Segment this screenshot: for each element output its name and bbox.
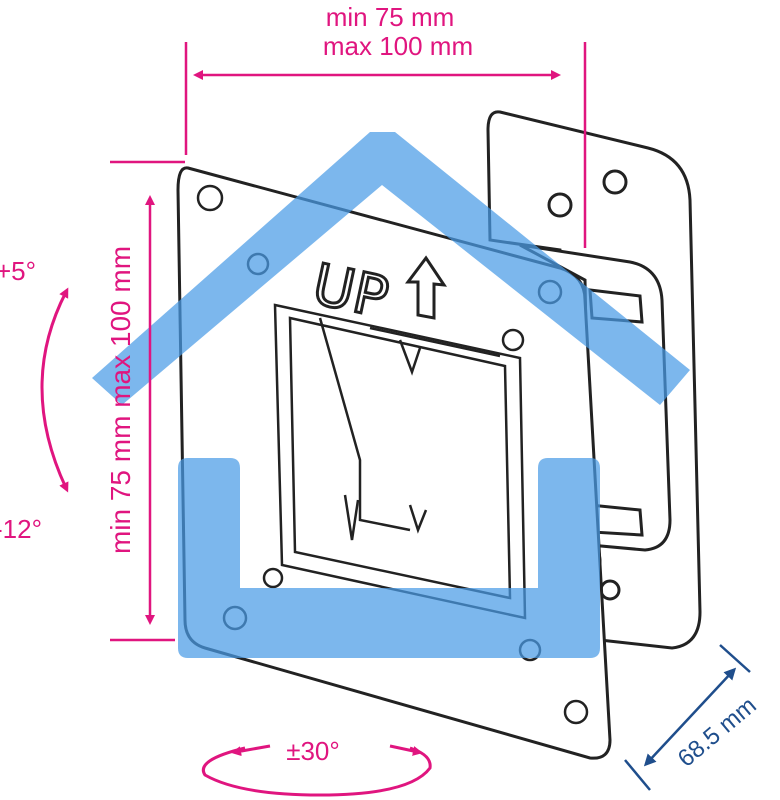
tilt-up-label: +5° xyxy=(0,256,36,286)
tilt-arrow xyxy=(40,287,69,493)
up-mark: UP xyxy=(307,252,394,331)
width-min-label: min 75 mm xyxy=(326,2,455,32)
wall-plate-hole xyxy=(547,192,573,218)
width-max-label: max 100 mm xyxy=(323,31,473,61)
height-dimension xyxy=(110,160,185,642)
swivel-arrow xyxy=(201,744,432,797)
swivel-label: ±30° xyxy=(286,736,340,766)
up-arrow-icon xyxy=(405,255,448,320)
wall-plate-hole xyxy=(599,579,621,601)
height-label: min 75 mm max 100 mm xyxy=(105,246,136,554)
depth-label: 68.5 mm xyxy=(673,692,762,773)
vesa-hole xyxy=(262,567,284,589)
tilt-down-label: -12° xyxy=(0,514,42,544)
vesa-hole xyxy=(563,699,589,725)
vesa-hole xyxy=(196,184,224,212)
depth-dimension xyxy=(624,644,751,791)
vesa-hole xyxy=(501,328,525,352)
width-dimension xyxy=(184,42,587,248)
wall-plate-hole xyxy=(602,169,628,195)
